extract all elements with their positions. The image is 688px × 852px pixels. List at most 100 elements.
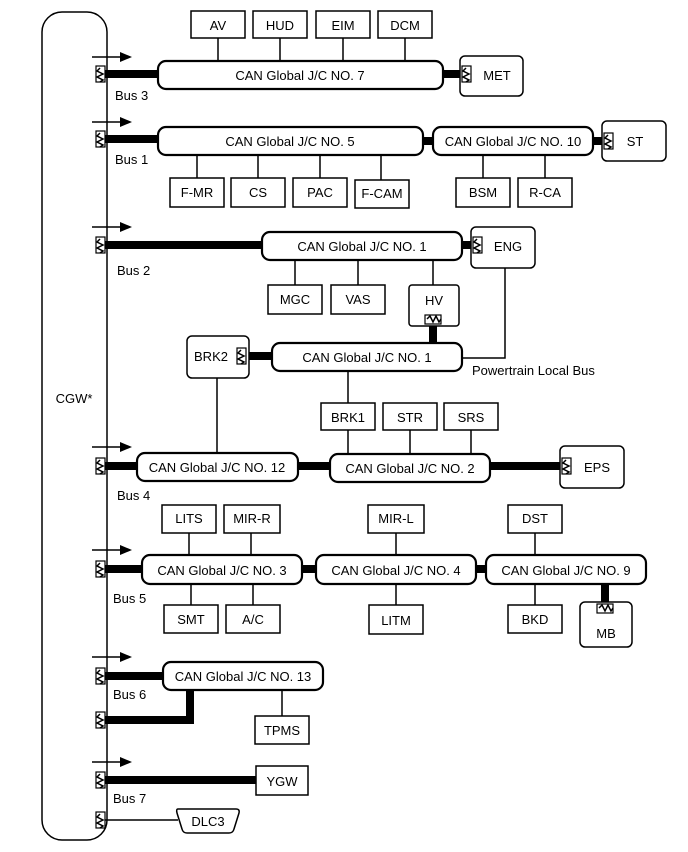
jc5: CAN Global J/C NO. 5 bbox=[156, 125, 425, 157]
ecu-bkd: BKD bbox=[507, 604, 563, 634]
svg-text:CAN Global J/C NO. 10: CAN Global J/C NO. 10 bbox=[445, 134, 582, 149]
ecu-litm: LITM bbox=[368, 604, 424, 635]
ecu-st: ST bbox=[601, 120, 667, 162]
bus-label: Bus 1 bbox=[115, 152, 148, 167]
svg-text:CAN Global J/C NO. 4: CAN Global J/C NO. 4 bbox=[331, 563, 460, 578]
ecu-srs: SRS bbox=[443, 402, 499, 431]
bus-lines bbox=[105, 70, 609, 784]
resistor-icon bbox=[95, 811, 106, 829]
svg-text:CAN Global J/C NO. 3: CAN Global J/C NO. 3 bbox=[157, 563, 286, 578]
bus-label: Bus 2 bbox=[117, 263, 150, 278]
bus3-arrow-icon bbox=[92, 52, 132, 62]
ecu-dcm: DCM bbox=[377, 10, 433, 39]
ecu-eng: ENG bbox=[470, 226, 536, 269]
svg-text:CAN Global J/C NO. 1: CAN Global J/C NO. 1 bbox=[297, 239, 426, 254]
jc4: CAN Global J/C NO. 4 bbox=[314, 553, 478, 586]
ecu-pac: PAC bbox=[292, 177, 348, 208]
svg-text:MGC: MGC bbox=[280, 292, 310, 307]
jc12: CAN Global J/C NO. 12 bbox=[135, 451, 300, 483]
resistor-icon bbox=[95, 771, 106, 789]
svg-text:SMT: SMT bbox=[177, 612, 205, 627]
powertrain-local-bus-label: Powertrain Local Bus bbox=[472, 363, 595, 378]
resistor-icon bbox=[95, 130, 106, 148]
resistor-icon bbox=[95, 667, 106, 685]
bus-label: Bus 3 bbox=[115, 88, 148, 103]
terminator-resistors bbox=[95, 65, 106, 829]
ecu-brk2: BRK2 bbox=[186, 335, 250, 379]
svg-text:HUD: HUD bbox=[266, 18, 294, 33]
svg-text:AV: AV bbox=[210, 18, 227, 33]
svg-text:R-CA: R-CA bbox=[529, 185, 561, 200]
svg-text:DCM: DCM bbox=[390, 18, 420, 33]
ecu-ac: A/C bbox=[225, 604, 281, 634]
svg-text:PAC: PAC bbox=[307, 185, 333, 200]
svg-text:CAN Global J/C NO. 9: CAN Global J/C NO. 9 bbox=[501, 563, 630, 578]
svg-text:A/C: A/C bbox=[242, 612, 264, 627]
svg-text:LITM: LITM bbox=[381, 613, 411, 628]
svg-text:TPMS: TPMS bbox=[264, 723, 300, 738]
jc7: CAN Global J/C NO. 7 bbox=[156, 59, 445, 91]
resistor-icon bbox=[95, 65, 106, 83]
ecu-met: MET bbox=[459, 55, 524, 97]
bus6-arrow-icon bbox=[92, 652, 132, 662]
svg-text:F-MR: F-MR bbox=[181, 185, 214, 200]
svg-text:DST: DST bbox=[522, 511, 548, 526]
svg-text:STR: STR bbox=[397, 410, 423, 425]
svg-text:CAN Global J/C NO. 7: CAN Global J/C NO. 7 bbox=[235, 68, 364, 83]
ecu-mb: MB bbox=[579, 601, 633, 648]
svg-text:VAS: VAS bbox=[345, 292, 370, 307]
svg-text:CS: CS bbox=[249, 185, 267, 200]
ecu-cs: CS bbox=[230, 177, 286, 208]
cgw-box bbox=[41, 11, 108, 841]
ecu-fcam: F-CAM bbox=[354, 179, 410, 209]
ecu-av: AV bbox=[190, 10, 246, 39]
bus5-arrow-icon bbox=[92, 545, 132, 555]
svg-text:EIM: EIM bbox=[331, 18, 354, 33]
ecu-lits: LITS bbox=[161, 504, 217, 534]
ecu-dst: DST bbox=[507, 504, 563, 534]
bus-label: Bus 6 bbox=[113, 687, 146, 702]
svg-text:MIR-R: MIR-R bbox=[233, 511, 271, 526]
svg-text:BRK2: BRK2 bbox=[194, 349, 228, 364]
ecu-hud: HUD bbox=[252, 10, 308, 39]
svg-text:SRS: SRS bbox=[458, 410, 485, 425]
ecu-brk1: BRK1 bbox=[320, 402, 376, 431]
svg-text:CAN Global J/C NO. 5: CAN Global J/C NO. 5 bbox=[225, 134, 354, 149]
svg-text:CAN Global J/C NO. 1: CAN Global J/C NO. 1 bbox=[302, 350, 431, 365]
bus-label: Bus 4 bbox=[117, 488, 150, 503]
svg-text:MIR-L: MIR-L bbox=[378, 511, 413, 526]
svg-text:EPS: EPS bbox=[584, 460, 610, 475]
svg-text:DLC3: DLC3 bbox=[191, 814, 224, 829]
svg-text:BKD: BKD bbox=[522, 612, 549, 627]
svg-text:MET: MET bbox=[483, 68, 511, 83]
ecu-mgc: MGC bbox=[267, 284, 323, 315]
resistor-icon bbox=[95, 236, 106, 254]
cgw-label: CGW* bbox=[56, 391, 93, 406]
jc10: CAN Global J/C NO. 10 bbox=[431, 125, 595, 157]
jc2: CAN Global J/C NO. 2 bbox=[328, 452, 492, 484]
ecu-hv: HV bbox=[408, 284, 460, 327]
jc9: CAN Global J/C NO. 9 bbox=[484, 553, 648, 586]
ecu-bsm: BSM bbox=[455, 177, 511, 208]
ecu-eps: EPS bbox=[559, 445, 625, 489]
svg-text:BRK1: BRK1 bbox=[331, 410, 365, 425]
jc13: CAN Global J/C NO. 13 bbox=[161, 660, 325, 692]
jc3: CAN Global J/C NO. 3 bbox=[140, 553, 304, 586]
ecu-mirr: MIR-R bbox=[223, 504, 281, 534]
svg-text:HV: HV bbox=[425, 293, 443, 308]
ecu-dlc3: DLC3 bbox=[175, 808, 240, 834]
bus-label: Bus 5 bbox=[113, 591, 146, 606]
resistor-icon bbox=[95, 711, 106, 729]
bus1-arrow-icon bbox=[92, 117, 132, 127]
resistor-icon bbox=[95, 560, 106, 578]
jc1-upper: CAN Global J/C NO. 1 bbox=[260, 230, 464, 262]
ecu-str: STR bbox=[382, 402, 438, 431]
ecu-fmr: F-MR bbox=[169, 177, 225, 208]
svg-text:F-CAM: F-CAM bbox=[361, 186, 402, 201]
ecu-tpms: TPMS bbox=[254, 715, 310, 745]
svg-text:CAN Global J/C NO. 2: CAN Global J/C NO. 2 bbox=[345, 461, 474, 476]
svg-text:ST: ST bbox=[627, 134, 644, 149]
stub-lines bbox=[105, 38, 546, 821]
ecu-smt: SMT bbox=[163, 604, 219, 634]
